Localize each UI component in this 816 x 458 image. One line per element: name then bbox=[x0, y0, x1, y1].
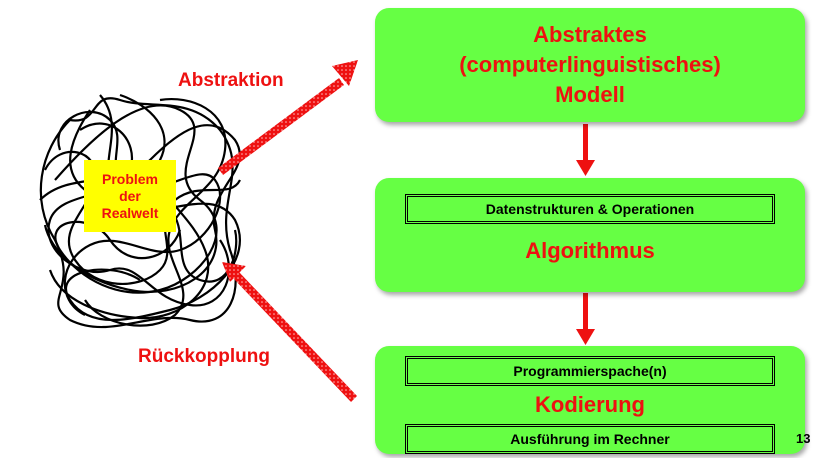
feedback-arrow bbox=[222, 262, 357, 402]
model-line-2: (computerlinguistisches) bbox=[459, 52, 721, 77]
coding-title: Kodierung bbox=[535, 392, 645, 417]
coding-box: Programmierspache(n) Kodierung Ausführun… bbox=[375, 346, 805, 454]
arrow-algorithm-to-coding bbox=[576, 293, 595, 345]
feedback-label: Rückkopplung bbox=[138, 346, 270, 367]
execution-box: Ausführung im Rechner bbox=[405, 424, 775, 454]
programming-language-box: Programmierspache(n) bbox=[405, 356, 775, 386]
model-line-3: Modell bbox=[555, 82, 625, 107]
problem-line-1: Problem bbox=[101, 170, 158, 187]
problem-box: Problem der Realwelt bbox=[84, 160, 176, 232]
problem-line-2: der bbox=[119, 187, 141, 204]
model-line-1: Abstraktes bbox=[533, 22, 647, 47]
algorithm-title: Algorithmus bbox=[525, 238, 655, 263]
arrow-model-to-algorithm bbox=[576, 124, 595, 176]
problem-line-3: Realwelt bbox=[101, 204, 159, 221]
model-box: Abstraktes (computerlinguistisches) Mode… bbox=[375, 8, 805, 122]
page-number: 13 bbox=[796, 431, 811, 446]
algorithm-box: Datenstrukturen & Operationen Algorithmu… bbox=[375, 178, 805, 292]
abstraction-label: Abstraktion bbox=[178, 70, 284, 91]
data-structures-box: Datenstrukturen & Operationen bbox=[405, 194, 775, 224]
abstraction-arrow bbox=[218, 60, 358, 175]
